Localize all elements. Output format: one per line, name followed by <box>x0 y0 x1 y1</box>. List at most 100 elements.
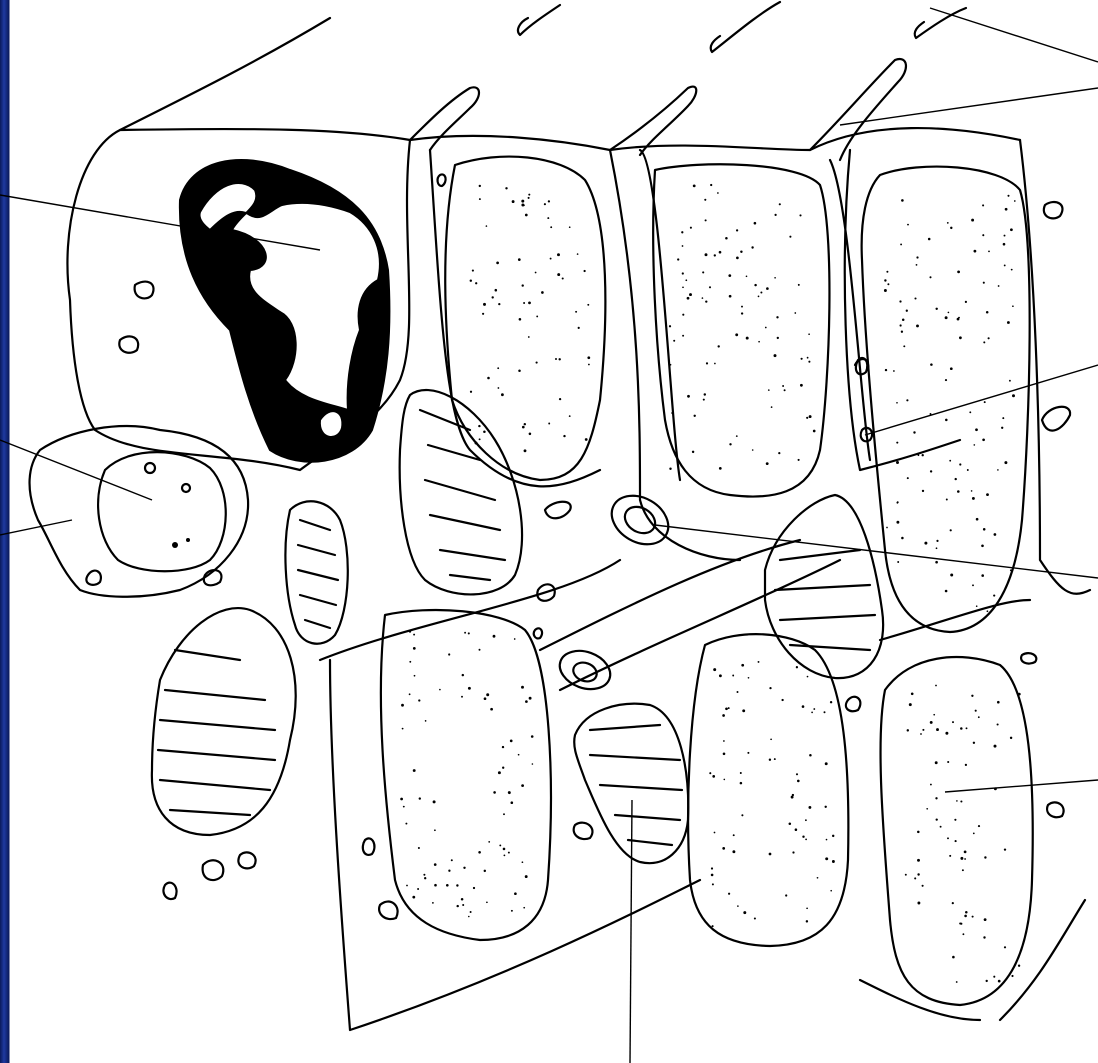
stipple-dot <box>774 277 776 279</box>
stipple-dot <box>901 331 903 333</box>
stipple-dot <box>463 867 465 869</box>
stipple-dot <box>705 219 707 221</box>
stipple-dot <box>1011 975 1013 977</box>
stipple-dot <box>735 333 738 336</box>
stipple-dot <box>461 898 464 901</box>
stipple-dot <box>976 605 978 607</box>
stipple-dot <box>687 297 690 300</box>
stipple-dot <box>805 839 807 841</box>
stipple-dot <box>754 284 756 286</box>
stipple-dot <box>478 425 480 427</box>
stipple-dot <box>930 470 932 472</box>
stipple-dot <box>935 561 938 564</box>
stipple-dot <box>777 337 779 339</box>
leader-line <box>945 780 1098 792</box>
stipple-dot <box>917 873 919 875</box>
stipple-dot <box>711 867 713 869</box>
stipple-dot <box>935 685 937 687</box>
stipple-dot <box>496 262 499 265</box>
stipple-dot <box>418 699 420 701</box>
stipple-dot <box>997 723 999 725</box>
stipple-dot <box>425 720 427 722</box>
stipple-dot <box>512 200 515 203</box>
stipple-dot <box>518 258 521 261</box>
stipple-dot <box>956 981 958 983</box>
stipple-dot <box>488 841 490 843</box>
stipple-dot <box>798 284 800 286</box>
stipple-dot <box>960 800 962 802</box>
stipple-dot <box>902 318 905 321</box>
stipple-dot <box>746 337 749 340</box>
mitochondrion <box>152 390 883 863</box>
stipple-dot <box>736 229 738 231</box>
stipple-dot <box>896 461 899 464</box>
stipple-dot <box>483 430 486 433</box>
stipple-dot <box>916 264 918 266</box>
stipple-dot <box>964 858 966 860</box>
stipple-dot <box>929 276 931 278</box>
stipple-dot <box>956 800 958 802</box>
secretory-granule <box>381 157 1033 1005</box>
stipple-dot <box>490 708 493 711</box>
stipple-dot <box>682 335 684 337</box>
stipple-dot <box>710 184 712 186</box>
stipple-dot <box>682 272 684 274</box>
stipple-dot <box>529 697 532 700</box>
stipple-dot <box>559 398 561 400</box>
stipple-dot <box>743 911 746 914</box>
stipple-dot <box>936 818 938 820</box>
stipple-dot <box>964 851 967 854</box>
stipple-dot <box>456 884 458 886</box>
stipple-dot <box>905 874 907 876</box>
stipple-dot <box>508 791 511 794</box>
stipple-dot <box>952 956 955 959</box>
stipple-dot <box>479 649 481 651</box>
stipple-dot <box>559 358 561 360</box>
stipple-dot <box>502 767 504 769</box>
stipple-dot <box>984 401 986 403</box>
stipple-dot <box>807 676 809 678</box>
stipple-dot <box>470 391 472 393</box>
leader-line <box>655 525 1098 578</box>
stipple-dot <box>778 452 780 454</box>
stipple-dot <box>796 666 798 668</box>
stipple-dot <box>971 219 974 222</box>
stipple-dot <box>468 687 471 690</box>
stipple-dot <box>971 490 973 492</box>
stipple-dot <box>563 435 565 437</box>
stipple-dot <box>519 318 522 321</box>
stipple-dot <box>945 379 947 381</box>
stipple-dot <box>950 574 953 577</box>
stipple-dot <box>784 389 786 391</box>
stipple-dot <box>965 764 967 766</box>
stipple-dot <box>978 716 980 718</box>
stipple-dot <box>585 438 588 441</box>
stipple-dot <box>928 238 931 241</box>
stipple-dot <box>957 271 960 274</box>
stipple-dot <box>792 851 794 853</box>
stipple-dot <box>531 735 534 738</box>
stipple-dot <box>714 254 716 256</box>
stipple-dot <box>957 490 960 493</box>
stipple-dot <box>962 933 964 935</box>
stipple-dot <box>495 289 498 292</box>
stipple-dot <box>741 306 743 308</box>
stipple-dot <box>1014 200 1016 202</box>
stipple-dot <box>719 467 722 470</box>
stipple-dot <box>935 761 938 764</box>
stipple-dot <box>945 590 948 593</box>
stipple-dot <box>900 243 902 245</box>
stipple-dot <box>682 314 684 316</box>
stipple-dot <box>413 769 416 772</box>
stipple-dot <box>971 695 973 697</box>
stipple-dot <box>669 325 671 327</box>
stipple-dot <box>548 423 550 425</box>
stipple-dot <box>808 361 810 363</box>
stipple-dot <box>948 312 950 314</box>
stipple-dot <box>693 185 696 188</box>
stipple-dot <box>981 544 984 547</box>
stipple-dot <box>712 883 714 885</box>
stipple-dot <box>518 369 521 372</box>
stipple-dot <box>998 285 1000 287</box>
